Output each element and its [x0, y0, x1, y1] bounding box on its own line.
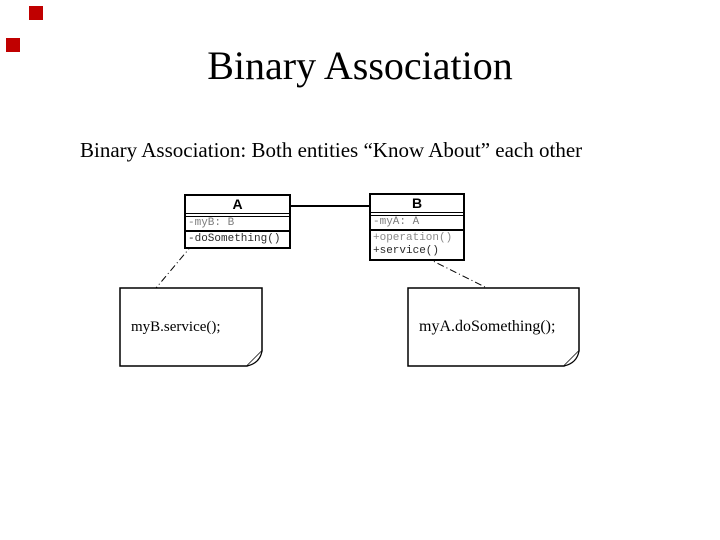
- slide-subtitle: Binary Association: Both entities “Know …: [80, 138, 583, 162]
- uml-class-box-b: B -myA: A +operation() +service(): [369, 193, 465, 261]
- class-a-divider-gap: [186, 214, 289, 216]
- class-a-attribute: -myB: B: [186, 216, 289, 232]
- note-text-a: myB.service();: [131, 319, 221, 335]
- red-square-decoration: [6, 38, 20, 52]
- class-b-attribute: -myA: A: [371, 215, 463, 231]
- class-a-operations: -doSomething(): [186, 232, 289, 247]
- uml-class-box-a: A -myB: B -doSomething(): [184, 194, 291, 249]
- slide-title: Binary Association: [207, 43, 513, 88]
- class-a-operation: -doSomething(): [188, 233, 281, 245]
- class-b-divider-gap: [371, 213, 463, 215]
- note-fold-a: [246, 350, 263, 367]
- class-b-operation: +service(): [373, 245, 440, 257]
- note-anchor-line-a: [155, 243, 194, 289]
- note-fold-b: [563, 350, 580, 367]
- class-b-name: B: [371, 195, 463, 213]
- class-b-operation: +operation(): [373, 232, 453, 244]
- note-anchor-line-b: [424, 256, 488, 289]
- red-square-decoration: [29, 6, 43, 20]
- class-a-name: A: [186, 196, 289, 214]
- note-text-b: myA.doSomething();: [419, 318, 556, 335]
- class-b-operations: +operation() +service(): [371, 231, 463, 259]
